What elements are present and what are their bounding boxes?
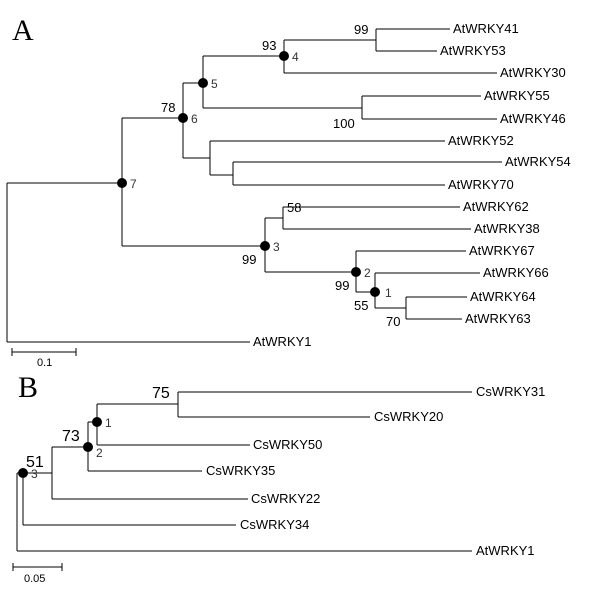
panel-b-branches — [16, 391, 472, 552]
node-number: 6 — [191, 112, 198, 126]
leaf-label: CsWRKY34 — [240, 517, 309, 532]
node-number: 4 — [292, 50, 299, 64]
bootstrap-value: 93 — [262, 38, 276, 53]
leaf-label: CsWRKY35 — [206, 463, 275, 478]
panel-a-letter: A — [12, 14, 34, 47]
panel-b-bootstrap: 75 73 51 — [26, 385, 170, 471]
panel-a-nodes — [117, 51, 380, 297]
leaf-label: AtWRKY54 — [505, 154, 571, 169]
leaf-label: AtWRKY46 — [500, 111, 566, 126]
tree-node — [198, 78, 208, 88]
bootstrap-value: 78 — [161, 100, 175, 115]
node-number: 2 — [96, 446, 103, 460]
tree-node — [260, 241, 270, 251]
scale-bar-label: 0.1 — [37, 357, 52, 369]
node-number: 1 — [385, 286, 392, 300]
leaf-label: AtWRKY63 — [465, 311, 531, 326]
leaf-label: AtWRKY55 — [484, 88, 550, 103]
tree-node — [178, 113, 188, 123]
panel-a-leaf-labels: AtWRKY41 AtWRKY53 AtWRKY30 AtWRKY55 AtWR… — [253, 21, 571, 349]
bootstrap-value: 73 — [62, 428, 80, 445]
bootstrap-value: 51 — [26, 454, 44, 471]
leaf-label: AtWRKY30 — [500, 65, 566, 80]
tree-node — [279, 51, 289, 61]
leaf-label: CsWRKY20 — [374, 409, 443, 424]
bootstrap-value: 58 — [287, 200, 301, 215]
bootstrap-value: 75 — [152, 385, 170, 402]
bootstrap-value: 99 — [354, 22, 368, 37]
leaf-label: AtWRKY38 — [474, 221, 540, 236]
panel-a-scale-bar: 0.1 — [11, 348, 77, 369]
leaf-label: AtWRKY64 — [470, 289, 536, 304]
bootstrap-value: 100 — [333, 116, 355, 131]
bootstrap-value: 55 — [354, 298, 368, 313]
bootstrap-value: 70 — [386, 314, 400, 329]
leaf-label: CsWRKY50 — [253, 437, 322, 452]
leaf-label: CsWRKY22 — [251, 491, 320, 506]
bootstrap-value: 99 — [242, 252, 256, 267]
panel-b-node-numbers: 1 2 3 — [31, 416, 112, 481]
panel-b-leaf-labels: CsWRKY31 CsWRKY20 CsWRKY50 CsWRKY35 CsWR… — [206, 384, 545, 558]
node-number: 7 — [130, 177, 137, 191]
leaf-label: AtWRKY53 — [440, 43, 506, 58]
tree-node — [370, 287, 380, 297]
panel-b-letter: B — [18, 371, 38, 404]
bootstrap-value: 99 — [335, 278, 349, 293]
leaf-label: AtWRKY67 — [469, 243, 535, 258]
node-number: 5 — [211, 77, 218, 91]
tree-node — [117, 178, 127, 188]
leaf-label: AtWRKY41 — [453, 21, 519, 36]
tree-node — [351, 267, 361, 277]
tree-node — [83, 442, 93, 452]
leaf-label: AtWRKY66 — [483, 265, 549, 280]
panel-a-branches — [6, 28, 502, 343]
leaf-label: AtWRKY52 — [448, 133, 514, 148]
leaf-label: AtWRKY70 — [448, 177, 514, 192]
panel-a-bootstrap: 99 93 100 78 58 99 99 55 70 — [161, 22, 400, 329]
panel-b-nodes — [18, 417, 102, 478]
tree-node — [18, 468, 28, 478]
panel-b: B — [12, 371, 545, 585]
panel-a-node-numbers: 4 5 6 7 3 2 1 — [130, 50, 392, 300]
node-number: 3 — [31, 467, 38, 481]
leaf-label: AtWRKY62 — [463, 199, 529, 214]
leaf-label: AtWRKY1 — [476, 543, 535, 558]
node-number: 3 — [273, 240, 280, 254]
node-number: 1 — [105, 416, 112, 430]
leaf-label: CsWRKY31 — [476, 384, 545, 399]
tree-node — [92, 417, 102, 427]
panel-a: A — [6, 14, 571, 369]
node-number: 2 — [364, 266, 371, 280]
panel-b-scale-bar: 0.05 — [12, 563, 63, 585]
scale-bar-label: 0.05 — [24, 573, 45, 585]
leaf-label: AtWRKY1 — [253, 334, 312, 349]
